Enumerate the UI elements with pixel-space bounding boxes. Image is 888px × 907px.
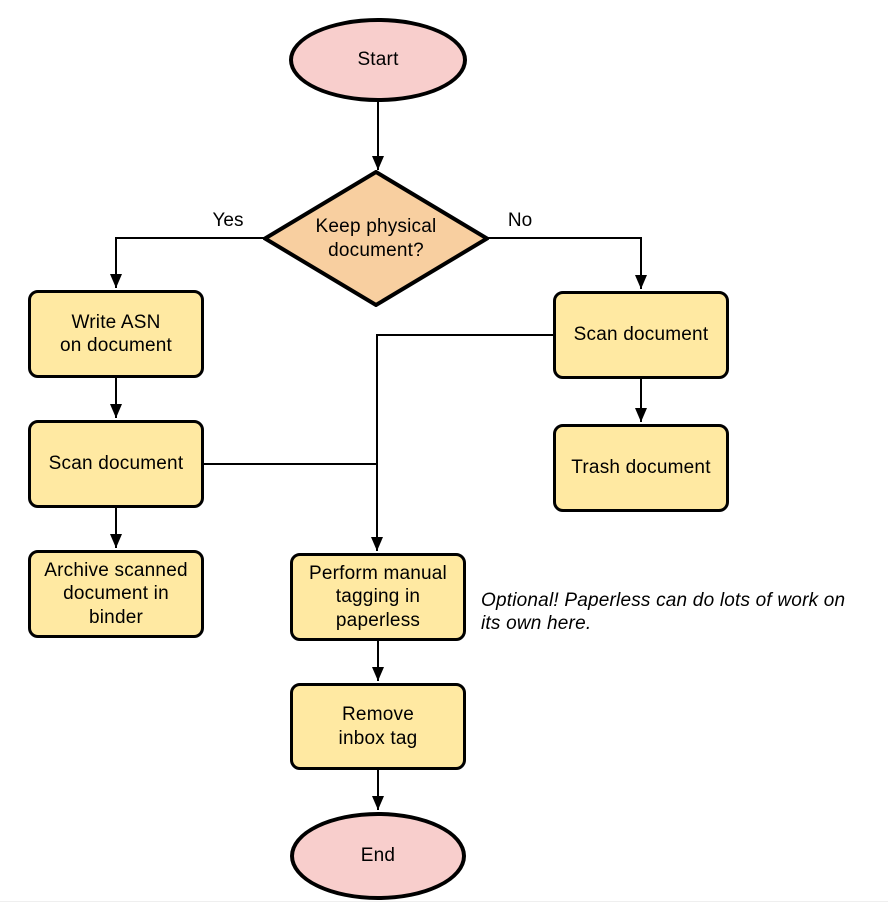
edge-decision-yes-to-write-asn <box>110 237 265 288</box>
optional-note: Optional! Paperless can do lots of work … <box>481 590 846 635</box>
process-manual-tagging: Perform manual tagging in paperless <box>290 553 466 641</box>
edge-scan-right-to-tagging <box>371 334 553 551</box>
process-archive-scanned: Archive scanned document in binder <box>28 550 204 638</box>
edge-decision-no-to-scan-right <box>487 237 647 289</box>
edge-label-no: No <box>507 210 533 231</box>
process-scan-document-left-label: Scan document <box>48 453 184 475</box>
process-scan-document-left: Scan document <box>28 420 204 508</box>
process-write-asn: Write ASN on document <box>28 290 204 378</box>
end-node-label: End <box>360 845 396 867</box>
start-node: Start <box>289 18 467 102</box>
end-node: End <box>290 812 466 900</box>
process-scan-document-right-label: Scan document <box>573 324 709 346</box>
process-remove-inbox-tag: Remove inbox tag <box>290 683 466 770</box>
process-remove-inbox-tag-label: Remove inbox tag <box>338 704 418 749</box>
process-trash-document-label: Trash document <box>571 457 711 479</box>
process-trash-document: Trash document <box>553 424 729 512</box>
start-node-label: Start <box>357 49 399 71</box>
process-write-asn-label: Write ASN on document <box>59 311 173 356</box>
decision-keep-physical-document: Keep physical document? <box>263 170 489 307</box>
edge-label-yes: Yes <box>212 210 244 231</box>
diamond-shape <box>263 170 489 307</box>
bottom-rule <box>0 901 888 902</box>
decision-label: Keep physical document? <box>315 216 437 261</box>
process-scan-document-right: Scan document <box>553 291 729 379</box>
process-manual-tagging-label: Perform manual tagging in paperless <box>309 563 447 631</box>
process-archive-scanned-label: Archive scanned document in binder <box>44 560 188 628</box>
